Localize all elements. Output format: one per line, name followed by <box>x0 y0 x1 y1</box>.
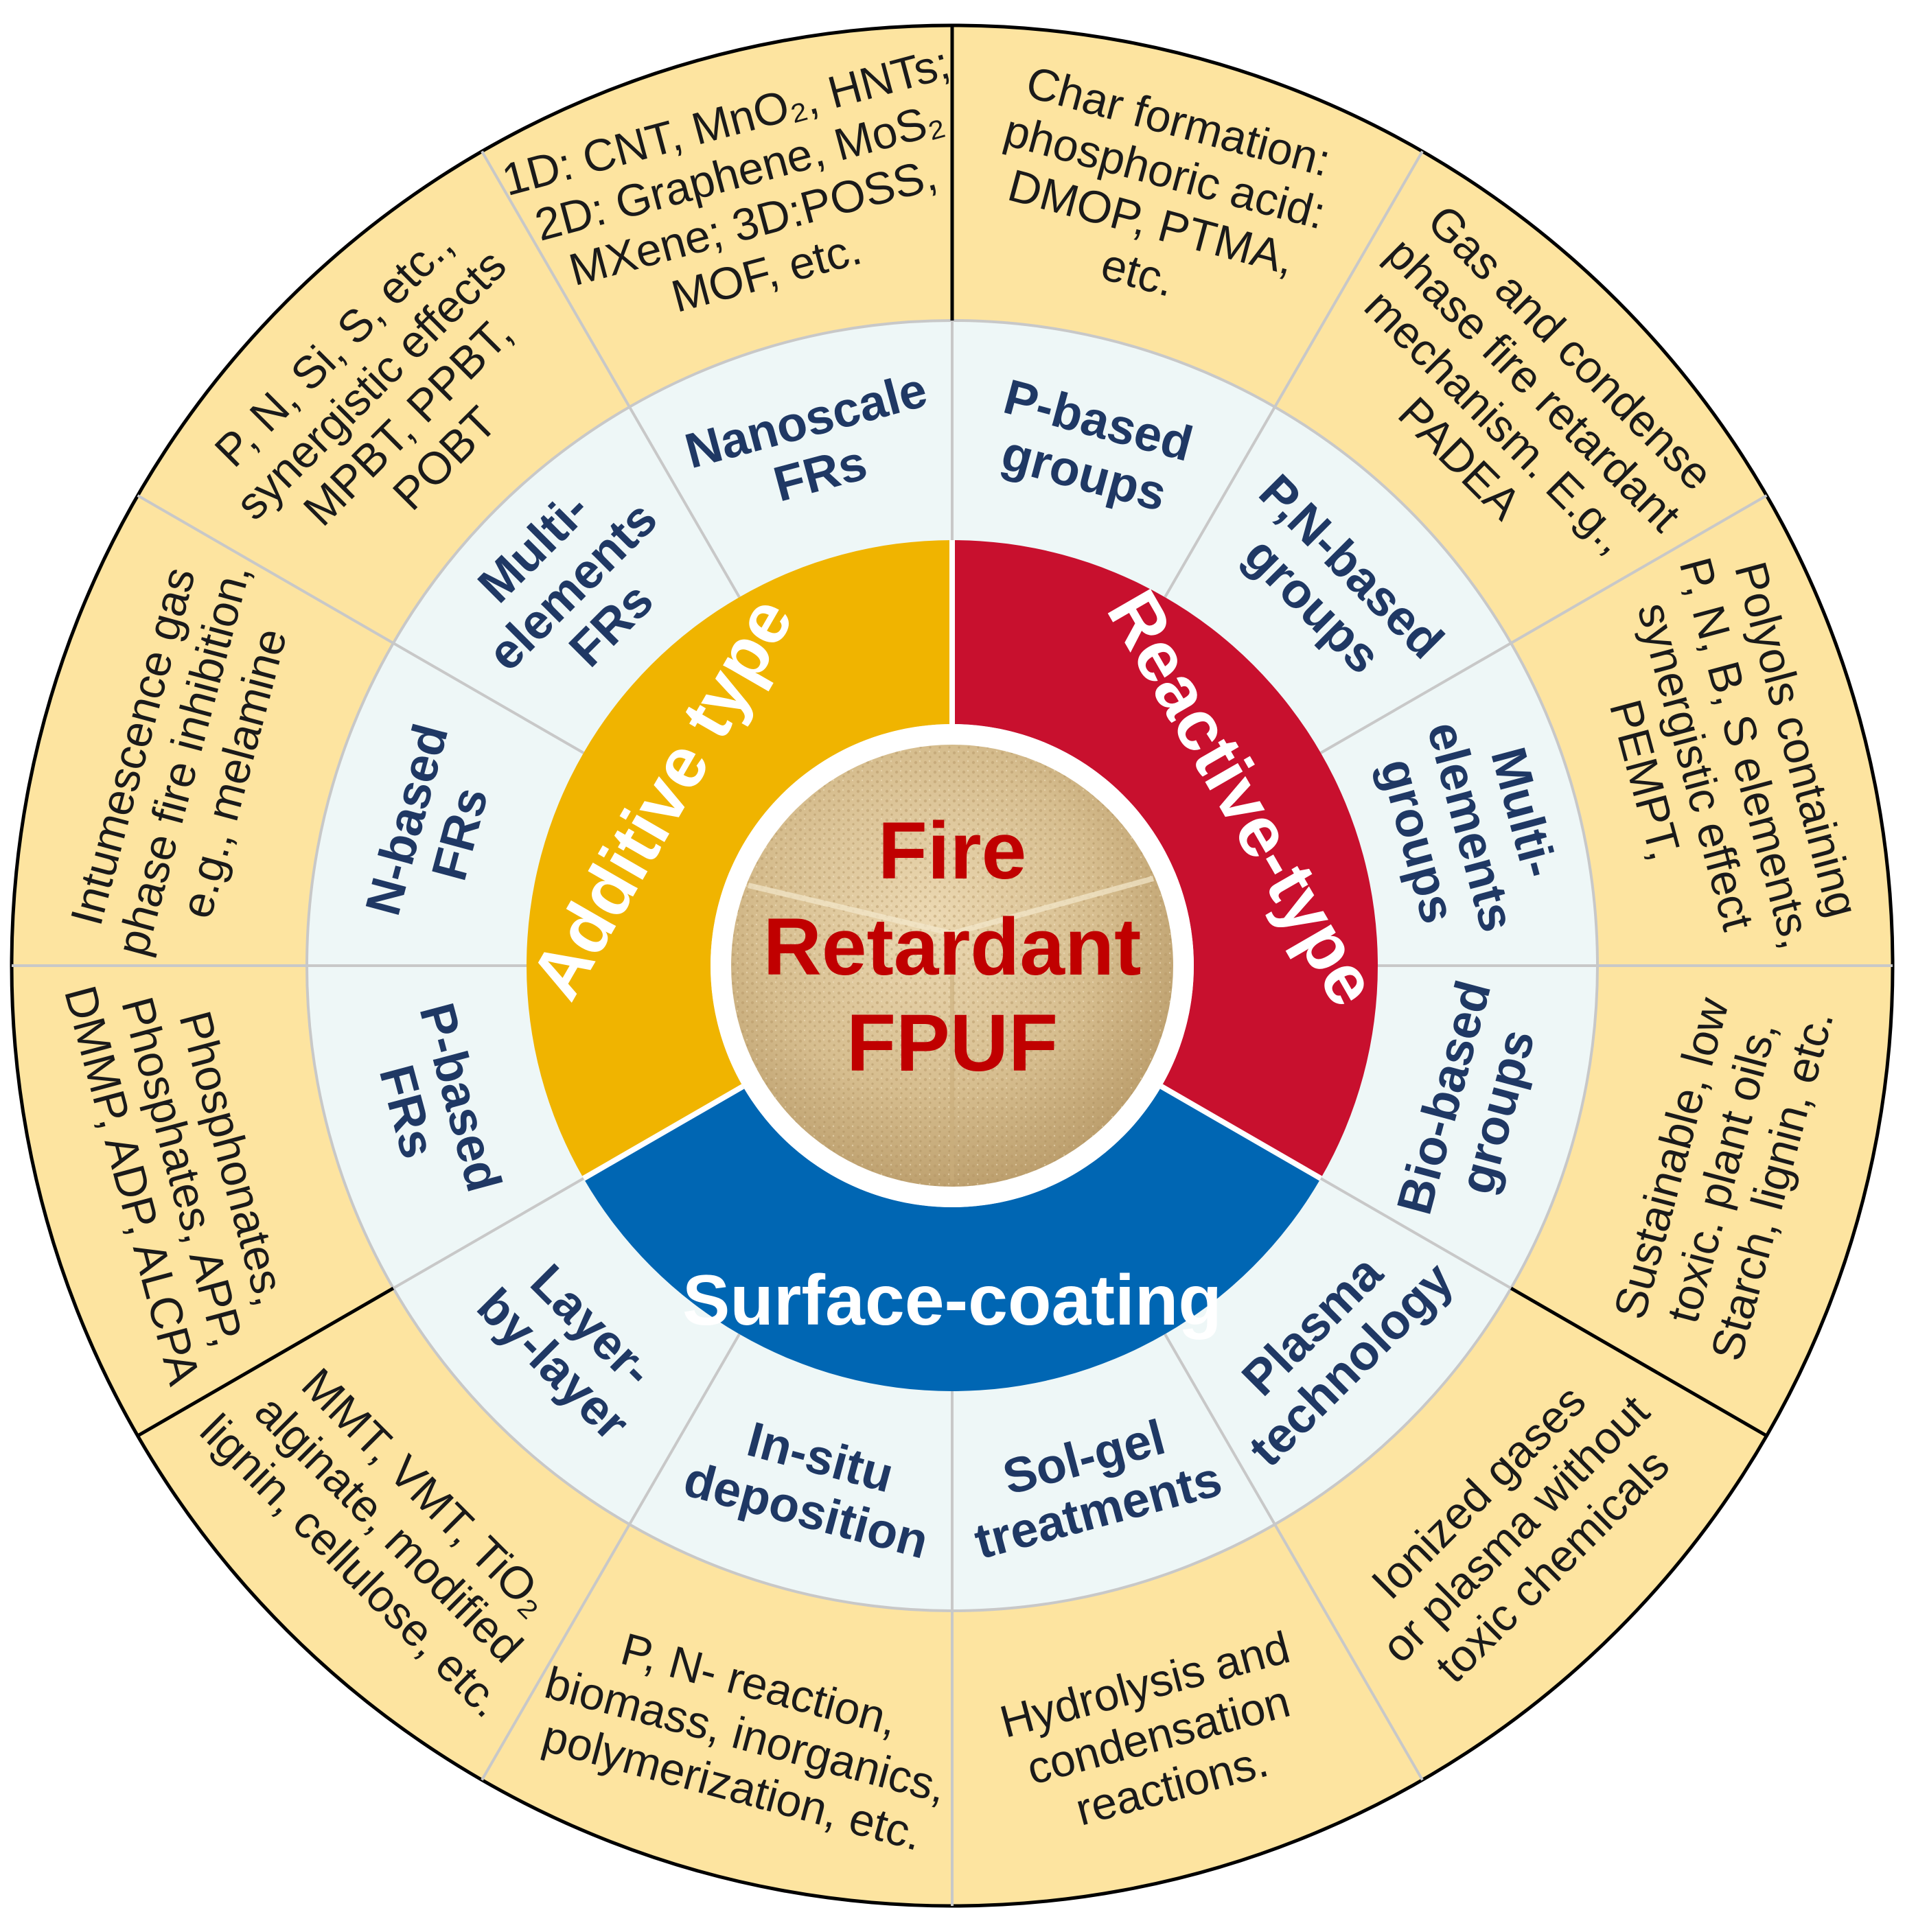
segment-divider <box>1164 1333 1424 1781</box>
category-divider-middle <box>1319 1177 1512 1290</box>
segment-dividers <box>12 25 1893 1906</box>
segment-divider <box>137 494 585 754</box>
category-divider-inner <box>1159 1084 1322 1181</box>
category-wedge-coating <box>584 1086 1321 1391</box>
center-title-line-3: FPUF <box>846 998 1058 1089</box>
category-divider-outer <box>1510 1286 1768 1438</box>
center-title-line-2: Retardant <box>763 902 1142 992</box>
segment-divider <box>1164 150 1424 598</box>
segment-divider <box>481 1333 741 1781</box>
category-label-coating-line-1: Surface-coating <box>682 1261 1222 1340</box>
segment-divider <box>481 150 741 598</box>
category-divider-middle <box>392 1177 585 1290</box>
category-ring <box>527 540 1378 1391</box>
category-wedge-additive <box>527 540 952 1178</box>
category-divider-inner <box>582 1084 745 1181</box>
center-title-line-1: Fire <box>878 806 1026 896</box>
center-hub: Fire Retardant FPUF <box>711 724 1194 1207</box>
segment-divider <box>1319 494 1768 754</box>
category-divider-outer <box>137 1286 395 1438</box>
category-wedge-reactive <box>952 540 1378 1178</box>
